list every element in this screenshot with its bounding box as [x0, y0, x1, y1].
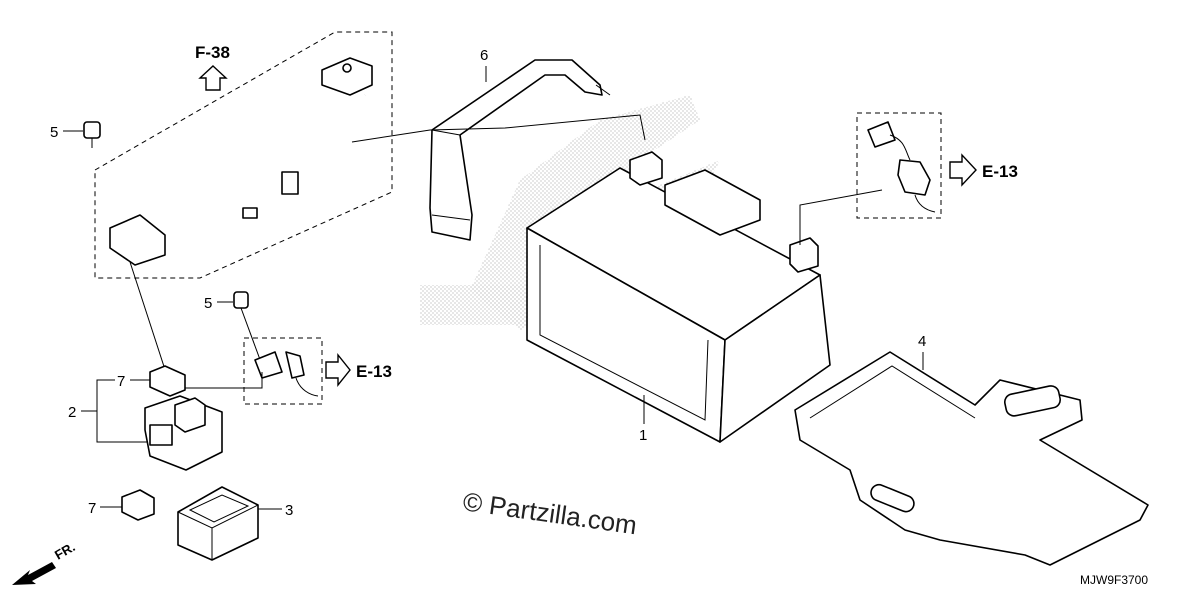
e13-right-label: E-13 [982, 162, 1018, 181]
terminal-cable-right [867, 121, 936, 213]
front-direction-indicator: FR. [12, 539, 78, 585]
fuse [149, 365, 186, 397]
callout-4-label: 4 [918, 333, 926, 350]
callout-4: 4 [918, 333, 926, 370]
direction-label: FR. [52, 539, 78, 562]
callout-7-upper: 7 [117, 373, 152, 390]
bolt-icon [83, 121, 101, 139]
e13-reference-left[interactable]: E-13 [325, 353, 392, 387]
wire-harness [109, 57, 373, 266]
callout-6-label: 6 [480, 47, 488, 64]
battery-band [429, 59, 611, 241]
front-arrow-icon [12, 562, 56, 585]
f38-reference[interactable]: F-38 [195, 43, 230, 91]
callout-3: 3 [258, 502, 293, 519]
callout-5-top: 5 [50, 121, 101, 148]
bolt-icon [233, 291, 249, 309]
callout-1-label: 1 [639, 427, 647, 444]
e13-left-label: E-13 [356, 362, 392, 381]
terminal-group-box-left [243, 337, 323, 405]
callout-5a-label: 5 [50, 124, 58, 141]
callout-7b-label: 7 [88, 500, 96, 517]
callout-7-lower: 7 [88, 489, 155, 521]
f38-label: F-38 [195, 43, 230, 62]
callout-2: 2 [68, 379, 148, 443]
diagram-code: MJW9F3700 [1080, 573, 1148, 587]
right-arrow-icon [325, 353, 351, 387]
battery [526, 151, 831, 443]
e13-reference-right[interactable]: E-13 [949, 153, 1018, 187]
watermark-text: © Partzilla.com [461, 486, 639, 540]
callout-3-label: 3 [285, 502, 293, 519]
callout-7a-label: 7 [117, 373, 125, 390]
callout-6: 6 [480, 47, 488, 82]
callout-5-mid: 5 [204, 291, 263, 366]
relay-cover [177, 486, 259, 561]
callout-5b-label: 5 [204, 295, 212, 312]
terminal-group-box-right [856, 112, 942, 219]
battery-tray [794, 351, 1149, 566]
up-arrow-icon [198, 65, 228, 91]
callout-2-label: 2 [68, 404, 76, 421]
starter-relay [144, 395, 223, 471]
terminal-cable-left [254, 351, 319, 397]
right-arrow-icon [949, 153, 977, 187]
callout-1: 1 [639, 395, 647, 444]
